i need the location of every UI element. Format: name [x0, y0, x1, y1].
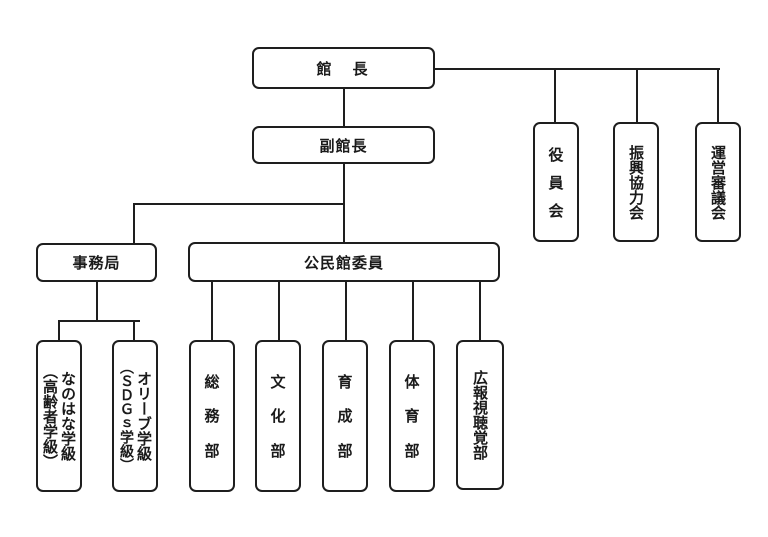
- dept-label: 文 化 部: [270, 372, 286, 461]
- dept-box-general-affairs: 総 務 部: [189, 340, 235, 492]
- connector-office: [133, 203, 135, 245]
- class-sub-label: （ＳＤＧｓ学級）: [118, 360, 134, 472]
- connector-advisory-1: [554, 68, 556, 124]
- promotion-council-box: 振興協力会: [613, 122, 659, 242]
- class-main-label: なのはな学級: [59, 371, 77, 461]
- office-label: 事務局: [72, 254, 121, 272]
- officers-meeting-label: 役 員 会: [548, 145, 564, 220]
- management-council-label: 運営審議会: [709, 144, 727, 220]
- connector-dept-3: [345, 280, 347, 342]
- connector-dept-1: [211, 280, 213, 342]
- class-main-label: オリーブ学級: [135, 371, 153, 461]
- director-label: 館 長: [316, 59, 371, 78]
- committee-box: 公民館委員: [188, 242, 500, 282]
- director-box: 館 長: [252, 47, 435, 89]
- dept-box-sports: 体 育 部: [389, 340, 435, 492]
- class-sub-label: （高齢者学級）: [41, 363, 59, 469]
- connector-director-vice: [343, 88, 345, 128]
- dept-label: 育 成 部: [337, 372, 353, 461]
- dept-label: 体 育 部: [404, 372, 420, 461]
- connector-branch-horizontal: [133, 203, 345, 205]
- connector-dept-2: [278, 280, 280, 342]
- connector-class-2: [133, 320, 135, 342]
- dept-label: 広報視聴覚部: [471, 370, 489, 460]
- committee-label: 公民館委員: [303, 253, 384, 272]
- connector-dept-5: [479, 280, 481, 342]
- class-box-nanohana: なのはな学級 （高齢者学級）: [36, 340, 82, 492]
- connector-class-1: [58, 320, 60, 342]
- management-council-box: 運営審議会: [695, 122, 741, 242]
- dept-box-culture: 文 化 部: [255, 340, 301, 492]
- dept-label: 総 務 部: [204, 372, 220, 461]
- office-box: 事務局: [36, 243, 157, 282]
- connector-classes-horizontal: [58, 320, 140, 322]
- connector-director-advisory: [434, 68, 720, 70]
- dept-box-youth: 育 成 部: [322, 340, 368, 492]
- connector-office-down: [96, 281, 98, 321]
- vice-director-label: 副館長: [319, 136, 368, 155]
- promotion-council-label: 振興協力会: [627, 144, 645, 220]
- class-box-olive: オリーブ学級 （ＳＤＧｓ学級）: [112, 340, 158, 492]
- officers-meeting-box: 役 員 会: [533, 122, 579, 242]
- dept-box-public-relations: 広報視聴覚部: [456, 340, 504, 490]
- connector-advisory-2: [636, 68, 638, 124]
- connector-advisory-3: [717, 68, 719, 124]
- vice-director-box: 副館長: [252, 126, 435, 164]
- connector-dept-4: [412, 280, 414, 342]
